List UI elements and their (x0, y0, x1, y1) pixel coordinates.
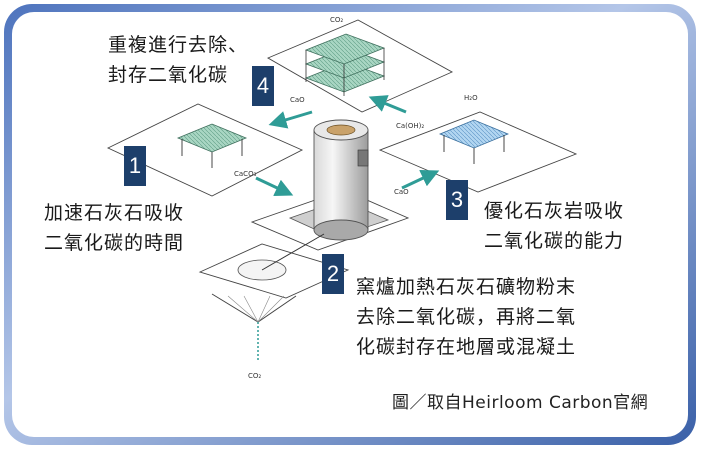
arrow-kiln-to-step3 (401, 169, 440, 190)
co2-funnel (211, 233, 325, 360)
step-4-line2: 封存二氧化碳 (108, 64, 229, 86)
label-caco3-left: CaCO₃ (234, 170, 257, 178)
arrow-to-step4 (268, 110, 313, 129)
step-2-line3: 化碳封存在地層或混凝土 (356, 336, 577, 358)
step-2-badge: 2 (322, 254, 344, 294)
image-credit: 圖／取自Heirloom Carbon官網 (392, 393, 649, 413)
step-4-text: 重複進行去除、 封存二氧化碳 (108, 30, 248, 90)
step-1-badge: 1 (124, 146, 146, 186)
step-4-line1: 重複進行去除、 (108, 34, 249, 56)
label-h2o: H₂O (464, 94, 478, 102)
tray-stack (304, 33, 386, 96)
tray-step1 (176, 123, 248, 168)
kiln (313, 119, 369, 241)
arrow-step1-to-kiln (255, 176, 294, 197)
label-co2-bottom: CO₂ (248, 372, 261, 380)
step-3-badge: 3 (446, 180, 468, 220)
step-2-text: 窯爐加熱石灰石礦物粉末 去除二氧化碳，再將二氧 化碳封存在地層或混凝土 (356, 272, 576, 362)
label-co2-top: CO₂ (330, 16, 343, 24)
flow-arrows (255, 95, 440, 197)
plane-step3 (378, 111, 578, 193)
step-3-line2: 二氧化碳的能力 (484, 230, 625, 252)
label-cao-right: CaO (394, 188, 409, 196)
step-3-line1: 優化石灰岩吸收 (484, 200, 625, 222)
step-4-badge: 4 (252, 66, 274, 106)
step-2-line2: 去除二氧化碳，再將二氧 (356, 306, 577, 328)
step-1-line2: 二氧化碳的時間 (44, 232, 185, 254)
tray-step3 (438, 119, 510, 164)
step-2-line1: 窯爐加熱石灰石礦物粉末 (356, 276, 577, 298)
label-caoh2: Ca(OH)₂ (396, 122, 424, 130)
step-1-text: 加速石灰石吸收 二氧化碳的時間 (44, 198, 184, 258)
step-3-text: 優化石灰岩吸收 二氧化碳的能力 (484, 196, 624, 256)
plane-step1 (106, 103, 304, 197)
arrow-from-step3 (368, 95, 407, 114)
step-1-line1: 加速石灰石吸收 (44, 202, 185, 224)
label-cao-left: CaO (290, 96, 305, 104)
